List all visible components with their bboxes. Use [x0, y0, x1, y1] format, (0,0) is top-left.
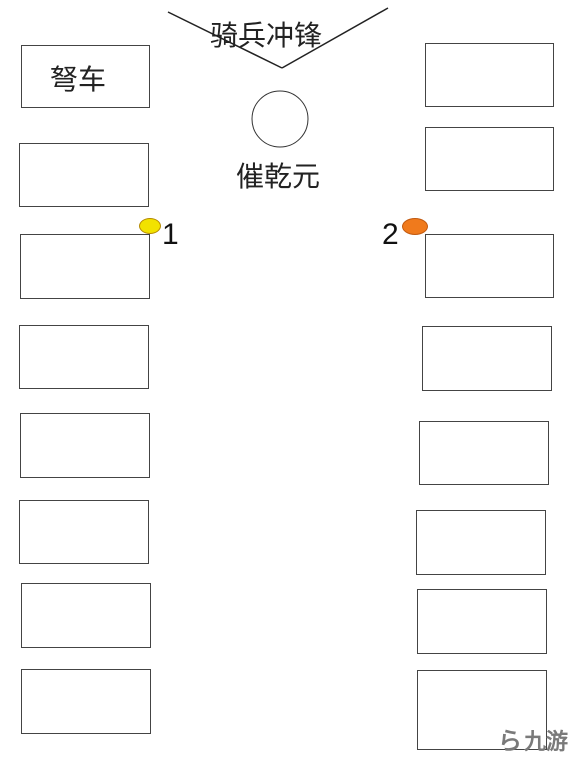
- crossbow-box: 弩车: [21, 45, 150, 108]
- jiuyou-logo-icon: ら: [497, 727, 522, 755]
- right-slot-3: [425, 234, 554, 298]
- left-slot-7: [21, 583, 151, 648]
- left-slot-8: [21, 669, 151, 734]
- commander-label: 催乾元: [236, 160, 321, 193]
- cavalry-charge-label: 骑兵冲锋: [210, 19, 323, 52]
- right-slot-4: [422, 326, 552, 391]
- left-slot-6: [19, 500, 149, 564]
- left-slot-4: [19, 325, 149, 389]
- marker-1-number: 1: [162, 218, 179, 251]
- commander-circle: [251, 90, 309, 148]
- crossbow-label: 弩车: [50, 63, 107, 96]
- right-slot-5: [419, 421, 549, 485]
- marker-2-number: 2: [382, 218, 399, 251]
- right-slot-2: [425, 127, 554, 191]
- charge-line-left: [167, 11, 283, 69]
- marker-1-dot: [139, 218, 161, 234]
- right-slot-8-partial: [417, 670, 547, 750]
- right-slot-7: [417, 589, 547, 654]
- marker-2-dot: [402, 218, 428, 235]
- right-slot-1: [425, 43, 554, 107]
- left-slot-3: [20, 234, 150, 299]
- charge-line-right: [281, 7, 389, 69]
- jiuyou-logo-text: 九游: [523, 730, 568, 755]
- left-slot-2: [19, 143, 149, 207]
- jiuyou-logo: ら九游: [498, 721, 568, 756]
- right-slot-6: [416, 510, 546, 575]
- left-slot-5: [20, 413, 150, 478]
